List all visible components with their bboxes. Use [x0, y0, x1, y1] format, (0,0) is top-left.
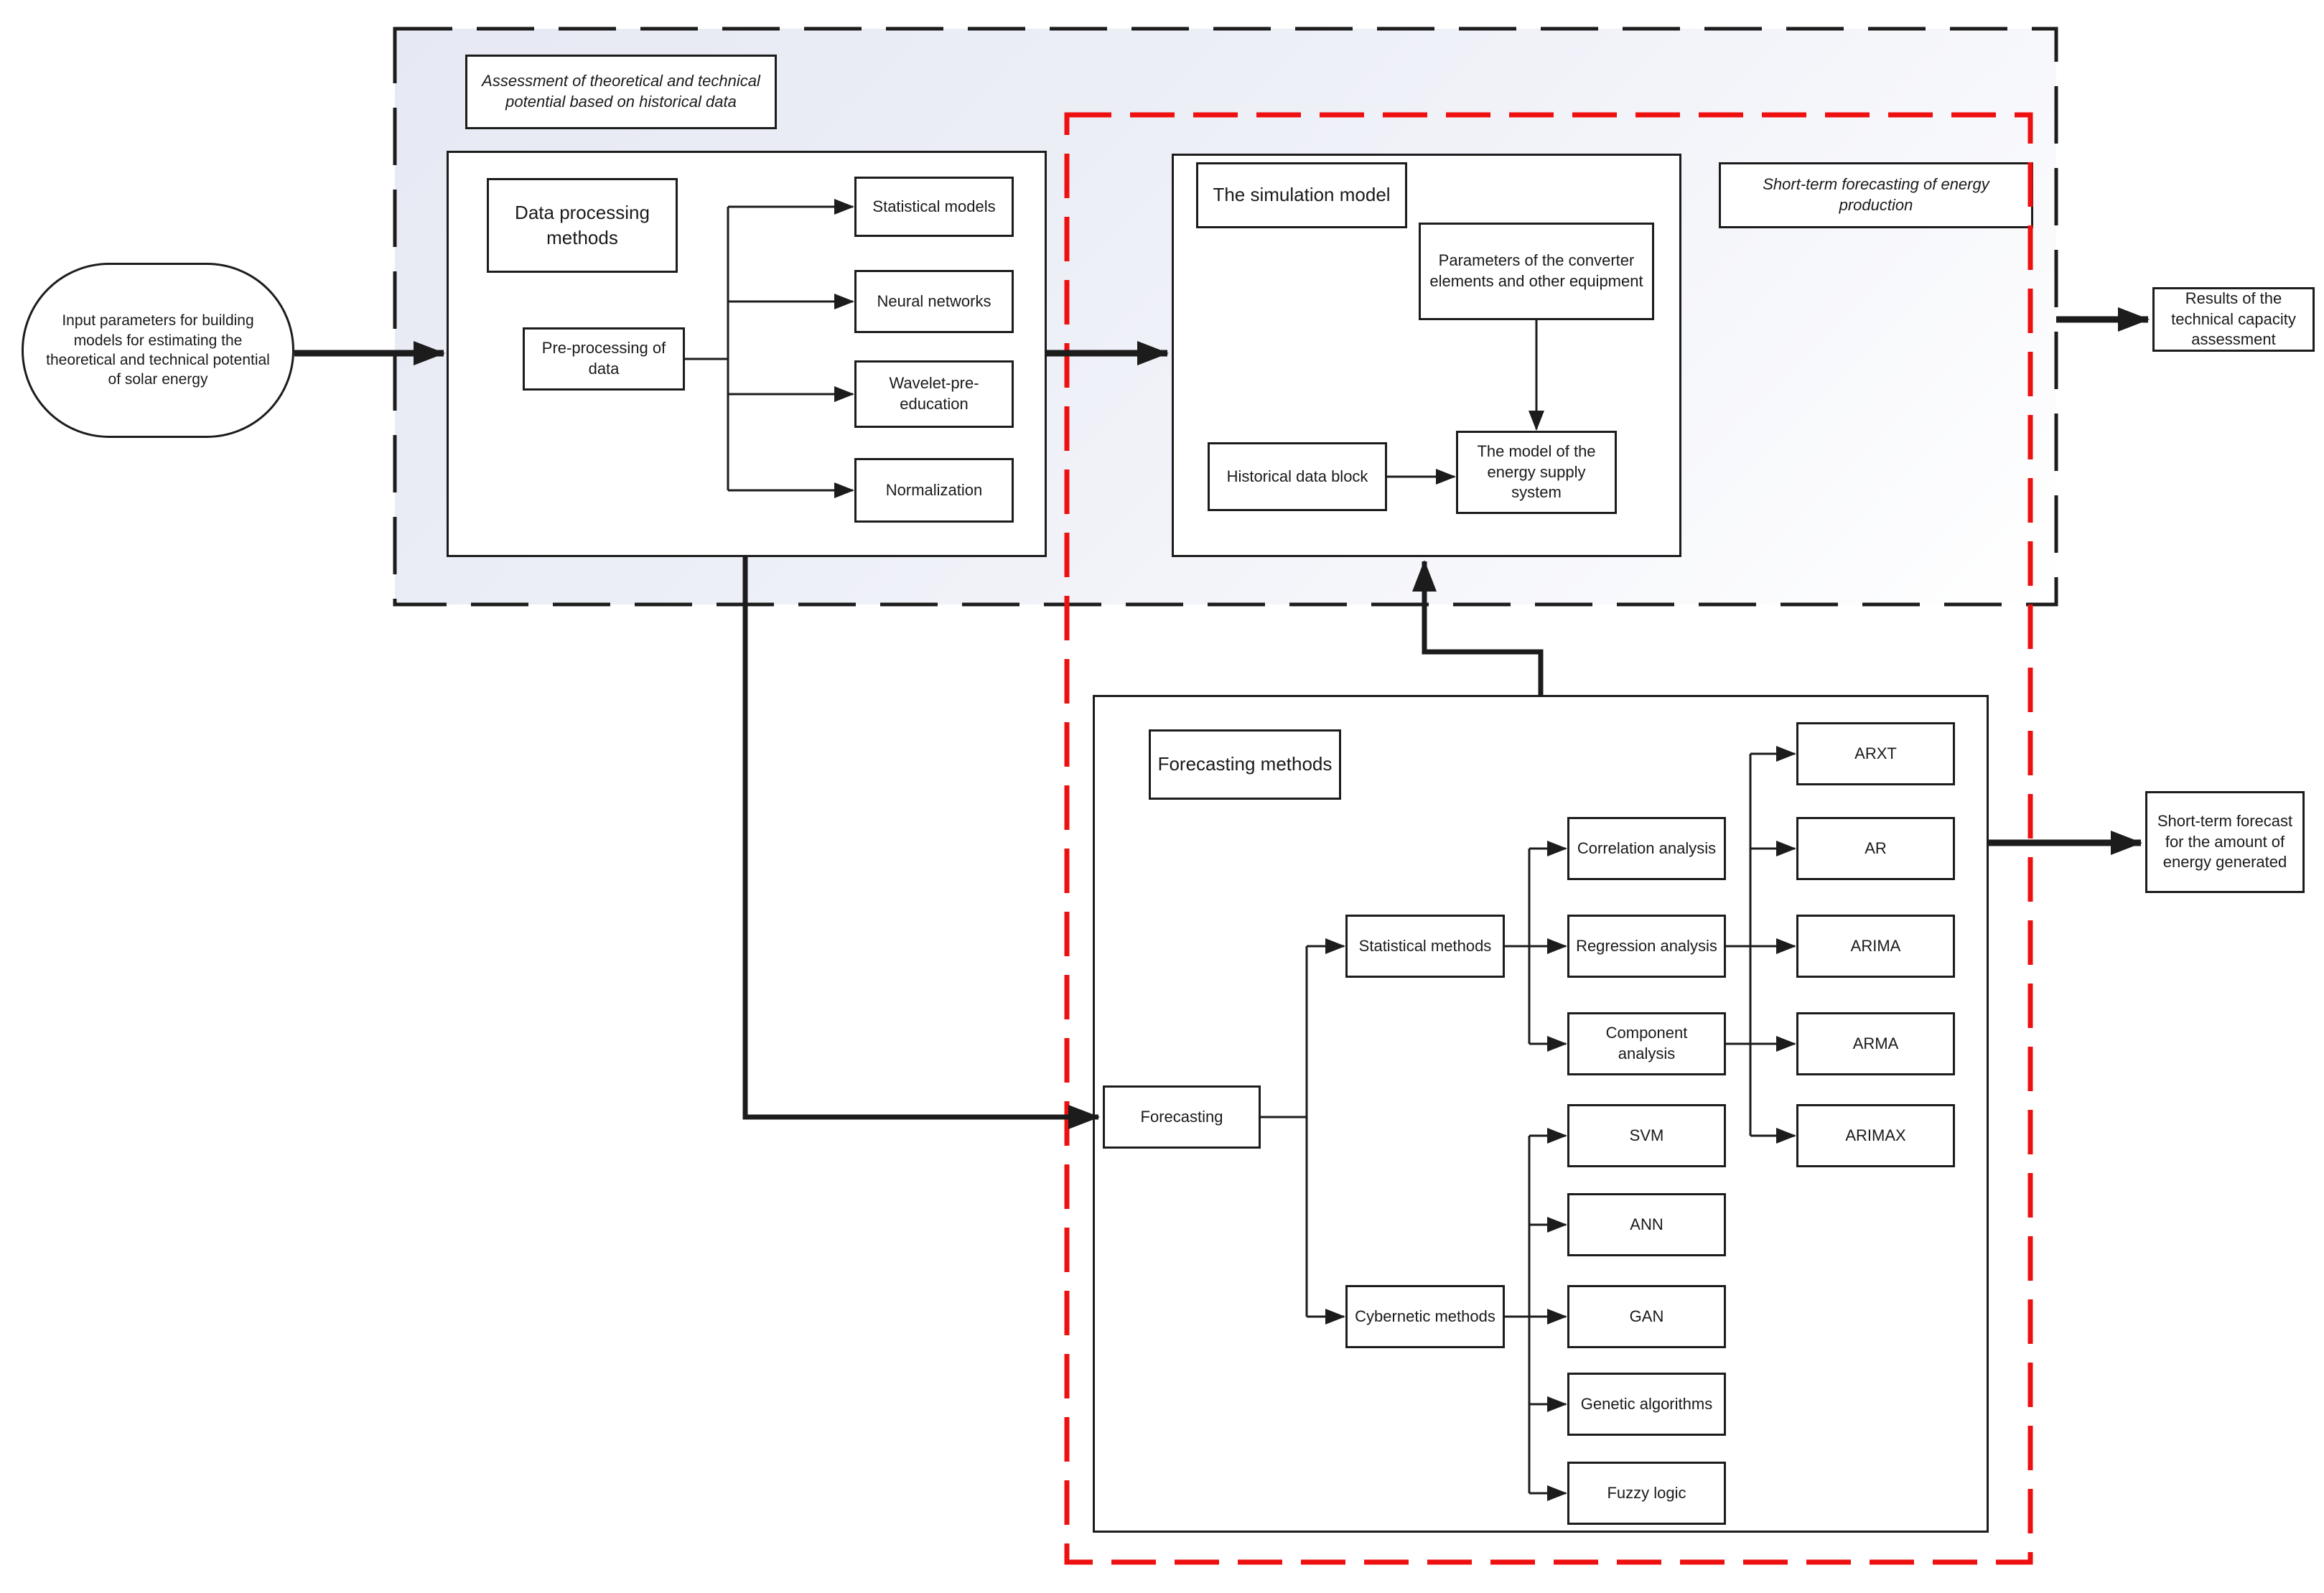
short-term-forecast-label: Short-term forecast for the amount of en…: [2157, 812, 2293, 872]
forecast-region-label: Short-term forecasting of energy product…: [1763, 175, 1989, 214]
converter-parameters-label: Parameters of the converter elements and…: [1429, 251, 1643, 290]
arma-label: ARMA: [1852, 1034, 1899, 1052]
fuzzy-logic-label: Fuzzy logic: [1607, 1483, 1686, 1502]
arrow-data-processing-to-forecasting: [742, 557, 1100, 1129]
neural-networks-label: Neural networks: [877, 291, 991, 310]
data-processing-title-box: Data processing methods: [487, 178, 678, 273]
simulation-model-title-box: The simulation model: [1196, 162, 1407, 228]
simulation-model-title: The simulation model: [1213, 184, 1391, 206]
input-parameters-label: Input parameters for building models for…: [46, 312, 270, 388]
regression-analysis-label: Regression analysis: [1576, 936, 1717, 955]
results-label: Results of the technical capacity assess…: [2171, 289, 2296, 349]
preprocessing-label: Pre-processing of data: [541, 339, 666, 378]
results-node: Results of the technical capacity assess…: [2152, 287, 2315, 352]
correlation-analysis-label: Correlation analysis: [1577, 838, 1717, 857]
wavelet-label: Wavelet-pre-education: [889, 374, 979, 413]
forecasting-root-label: Forecasting: [1140, 1107, 1223, 1126]
node-arxt: ARXT: [1796, 722, 1955, 785]
forecasting-methods-title: Forecasting methods: [1157, 753, 1333, 775]
node-arma: ARMA: [1796, 1012, 1955, 1075]
node-correlation-analysis: Correlation analysis: [1567, 817, 1726, 880]
node-wavelet-pre-education: Wavelet-pre-education: [854, 360, 1014, 428]
forecast-region-label-box: Short-term forecasting of energy product…: [1719, 162, 2033, 228]
data-processing-title: Data processing methods: [515, 201, 650, 248]
node-fuzzy-logic: Fuzzy logic: [1567, 1462, 1726, 1525]
component-analysis-label: Component analysis: [1605, 1024, 1688, 1062]
ann-label: ANN: [1630, 1215, 1663, 1233]
arimax-label: ARIMAX: [1845, 1126, 1906, 1144]
converter-parameters-node: Parameters of the converter elements and…: [1419, 223, 1654, 320]
arima-label: ARIMA: [1850, 936, 1901, 955]
node-gan: GAN: [1567, 1285, 1726, 1348]
node-regression-analysis: Regression analysis: [1567, 915, 1726, 978]
node-arima: ARIMA: [1796, 915, 1955, 978]
assessment-region-label-box: Assessment of theoretical and technical …: [465, 55, 777, 129]
statistical-methods-label: Statistical methods: [1358, 936, 1492, 955]
cybernetic-methods-node: Cybernetic methods: [1345, 1285, 1505, 1348]
historical-data-node: Historical data block: [1208, 442, 1387, 511]
node-normalization: Normalization: [854, 458, 1014, 523]
node-statistical-models: Statistical models: [854, 177, 1014, 237]
node-neural-networks: Neural networks: [854, 270, 1014, 333]
historical-data-label: Historical data block: [1226, 467, 1368, 485]
energy-supply-model-label: The model of the energy supply system: [1477, 442, 1596, 502]
forecasting-methods-title-box: Forecasting methods: [1149, 729, 1341, 800]
statistical-methods-node: Statistical methods: [1345, 915, 1505, 978]
node-arimax: ARIMAX: [1796, 1104, 1955, 1167]
arxt-label: ARXT: [1854, 744, 1897, 762]
assessment-region-label: Assessment of theoretical and technical …: [482, 72, 760, 111]
normalization-label: Normalization: [885, 480, 983, 499]
ar-label: AR: [1865, 838, 1887, 857]
genetic-algorithms-label: Genetic algorithms: [1580, 1394, 1713, 1413]
cybernetic-methods-label: Cybernetic methods: [1355, 1307, 1495, 1325]
node-ann: ANN: [1567, 1193, 1726, 1256]
node-ar: AR: [1796, 817, 1955, 880]
node-genetic-algorithms: Genetic algorithms: [1567, 1373, 1726, 1436]
preprocessing-node: Pre-processing of data: [523, 327, 685, 391]
statistical-models-label: Statistical models: [872, 197, 996, 215]
svm-label: SVM: [1629, 1126, 1664, 1144]
energy-supply-model-node: The model of the energy supply system: [1456, 431, 1617, 514]
input-parameters-node: Input parameters for building models for…: [22, 263, 294, 438]
gan-label: GAN: [1629, 1307, 1664, 1325]
node-component-analysis: Component analysis: [1567, 1012, 1726, 1075]
node-svm: SVM: [1567, 1104, 1726, 1167]
short-term-forecast-node: Short-term forecast for the amount of en…: [2145, 791, 2305, 893]
forecasting-root-node: Forecasting: [1103, 1085, 1261, 1149]
